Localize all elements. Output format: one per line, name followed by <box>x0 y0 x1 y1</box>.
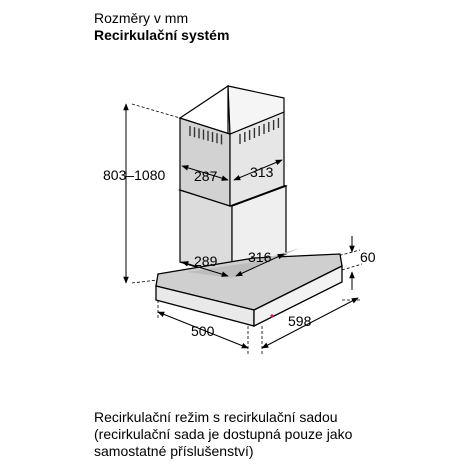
upper-depth-label: 287 <box>194 168 218 184</box>
caption-line-3: samostatné příslušenství) <box>94 443 254 459</box>
upper-width-label: 313 <box>250 164 274 180</box>
diagram-subtitle: Rozměry v mm <box>94 10 189 26</box>
caption: Recirkulační režim s recirkulační sadou … <box>94 409 464 460</box>
upper-chimney-dimensions: 287 313 <box>181 159 283 184</box>
canopy-width-label: 598 <box>288 313 312 329</box>
caption-line-2: (recirkulační sada je dostupná pouze jak… <box>94 426 353 442</box>
height-dimension: 803–1080 <box>103 103 166 284</box>
indicator-light <box>270 314 274 318</box>
lower-width-label: 316 <box>248 249 272 265</box>
canopy-footprint-dimensions: 500 598 <box>157 297 359 349</box>
canopy-height-dimension: 60 <box>349 236 376 290</box>
diagram-title: Recirkulační systém <box>94 27 230 43</box>
ventilation-slots <box>189 118 280 145</box>
canopy-height-label: 60 <box>360 249 376 265</box>
hood-dimension-drawing: 803–1080 287 313 289 316 60 500 598 <box>103 84 376 354</box>
caption-line-1: Recirkulační režim s recirkulační sadou <box>94 409 338 425</box>
height-label: 803–1080 <box>103 167 166 183</box>
lower-chimney-dimensions: 289 316 <box>181 249 285 277</box>
lower-depth-label: 289 <box>194 253 218 269</box>
canopy-depth-label: 500 <box>191 323 215 339</box>
upper-chimney <box>178 84 285 207</box>
